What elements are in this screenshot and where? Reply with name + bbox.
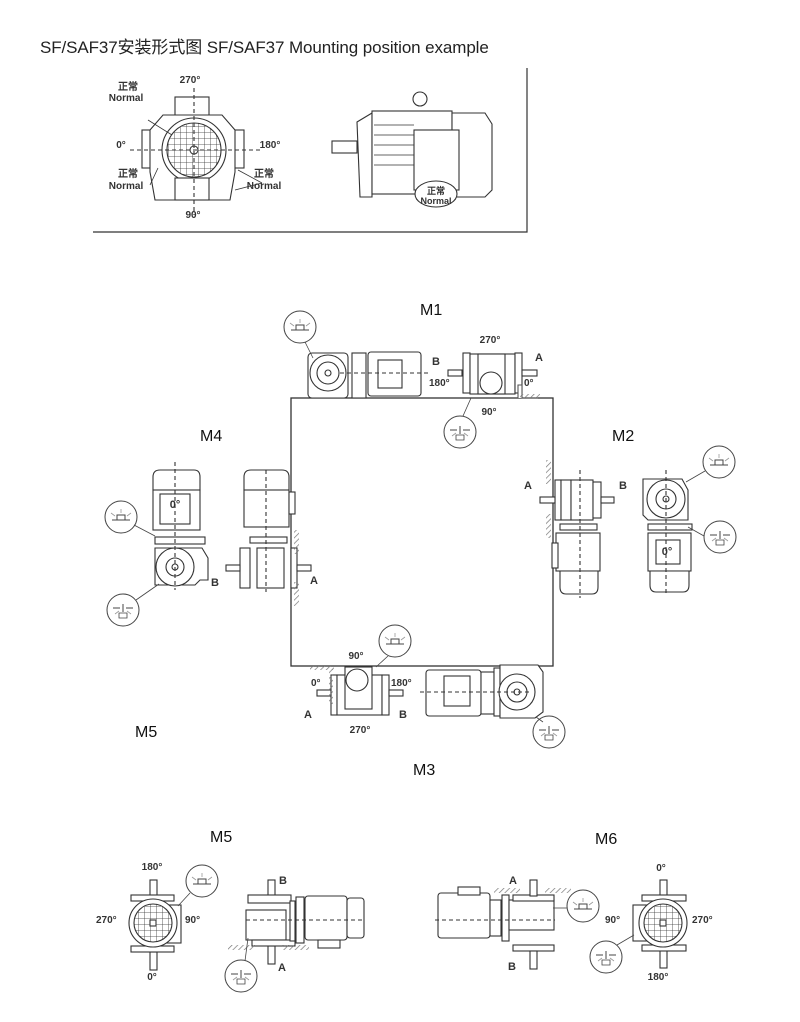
m2-shaft-a: A: [524, 480, 532, 492]
m1-angle-top: 270°: [479, 335, 501, 346]
example-normal-en-1: Normal: [108, 93, 144, 104]
m6-angle-bottom: 180°: [647, 972, 669, 983]
m5-angle-right: 90°: [185, 915, 201, 926]
m3-angle-left: 0°: [311, 678, 321, 689]
m5-floor-hatch-left: [228, 945, 255, 950]
m1-label: M1: [420, 302, 443, 319]
m2-gearmotor-front: [642, 470, 693, 595]
example-normal-en-2: Normal: [108, 181, 144, 192]
m2-label: M2: [612, 428, 635, 445]
example-normal-en-3: Normal: [246, 181, 282, 192]
terminal-box-example-frame: [93, 68, 528, 233]
m3-end-view: [316, 666, 404, 716]
example-angle-top: 270°: [179, 75, 201, 86]
m2-wall-hatch-bottom: [546, 514, 551, 538]
m3-angle-right: 180°: [391, 678, 412, 689]
m6-angle-top: 0°: [656, 863, 666, 874]
m5-shaft-b: B: [279, 875, 287, 887]
terminal-box-front-view: [130, 88, 263, 215]
example-side-normal-zh: 正常: [426, 186, 446, 196]
example-normal-zh-3: 正常: [254, 169, 274, 180]
m3-wall-hatch: [310, 666, 334, 670]
m2-gearmotor-side: [539, 470, 615, 598]
m2-oil-gauge-icon: [702, 445, 736, 479]
m4-wall-hatch-top: [294, 530, 299, 554]
m2-wall-hatch-top: [546, 460, 551, 484]
example-normal-zh-2: 正常: [118, 169, 138, 180]
m6-ceiling-hatch-right: [545, 888, 571, 893]
m4-shaft-b: B: [211, 577, 219, 589]
m4-drain-gauge-icon: [106, 593, 140, 627]
m5-label: M5: [210, 829, 233, 846]
m6-oil-gauge-icon: [566, 889, 600, 923]
example-side-normal-en: Normal: [420, 196, 452, 206]
m6-shaft-b: B: [508, 961, 516, 973]
motor-side-view: [331, 91, 493, 208]
example-angle-left: 0°: [116, 140, 126, 151]
m4-box-angle: 0°: [169, 499, 181, 511]
m2-shaft-b: B: [619, 480, 627, 492]
m1-shaft-b: B: [432, 356, 440, 368]
m4-shaft-a: A: [310, 575, 318, 587]
m4-gearmotor-side: [225, 469, 312, 592]
m6-drain-gauge-icon: [589, 940, 623, 974]
m3-shaft-a: A: [304, 709, 312, 721]
m3-label: M3: [413, 762, 436, 779]
m5-front-view: [128, 879, 182, 971]
m3-shaft-b: B: [399, 709, 407, 721]
m6-label: M6: [595, 831, 618, 848]
m5-oil-gauge-icon: [185, 864, 219, 898]
m5-drain-gauge-icon: [224, 959, 258, 993]
m4-gearmotor-front: [152, 462, 209, 590]
example-angle-right: 180°: [259, 140, 281, 151]
m5-angle-top: 180°: [141, 862, 163, 873]
m3-gearmotor: [420, 664, 544, 719]
m4-oil-gauge-icon: [104, 500, 138, 534]
m1-drain-gauge-icon: [443, 415, 477, 449]
m2-drain-gauge-icon: [703, 520, 737, 554]
m4-label: M4: [200, 428, 223, 445]
m3-angle-top: 90°: [348, 651, 364, 662]
m6-shaft-a: A: [509, 875, 517, 887]
m3-oil-gauge-icon: [378, 624, 412, 658]
m1-angle-bottom: 90°: [481, 407, 497, 418]
example-normal-zh-1: 正常: [118, 82, 138, 93]
m6-front-view: [632, 879, 688, 969]
m5-side-view: [245, 879, 365, 965]
m6-angle-right: 270°: [692, 915, 713, 926]
m5-floor-hatch-right: [282, 945, 309, 950]
m6-side-view: [435, 879, 555, 970]
m6-ceiling-hatch-left: [494, 888, 520, 893]
m1-angle-right: 0°: [524, 378, 534, 389]
m5-angle-left: 270°: [96, 915, 117, 926]
page-title: SF/SAF37安装形式图 SF/SAF37 Mounting position…: [40, 38, 489, 57]
m6-angle-left: 90°: [605, 915, 621, 926]
m3-angle-bottom: 270°: [349, 725, 371, 736]
mounting-plate: [290, 397, 554, 667]
m2-box-angle: 0°: [661, 546, 673, 558]
m4-wall-hatch-bottom: [294, 582, 299, 606]
m1-shaft-a: A: [535, 352, 543, 364]
m1-oil-gauge-icon: [283, 310, 317, 344]
m1-angle-left: 180°: [429, 378, 450, 389]
m1-gearmotor: [307, 351, 430, 399]
m5-side-label: M5: [135, 724, 158, 741]
example-angle-bottom: 90°: [185, 210, 201, 221]
m5-shaft-a: A: [278, 962, 286, 974]
m3-drain-gauge-icon: [532, 715, 566, 749]
m5-angle-bottom: 0°: [147, 972, 157, 983]
m1-end-view: [447, 352, 540, 399]
